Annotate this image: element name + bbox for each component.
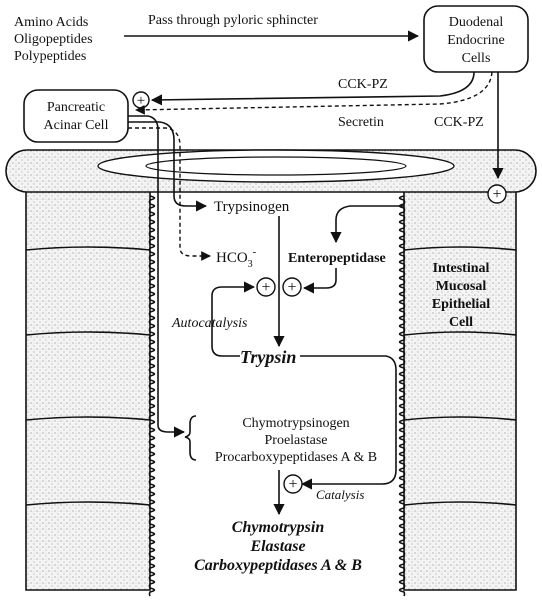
bicarbonate-label: HCO3- [216,246,257,270]
input-peptides: Amino Acids Oligopeptides Polypeptides [14,15,93,64]
svg-text:+: + [288,476,297,493]
trypsinogen-label: Trypsinogen [214,199,290,215]
pancreatic-line-1: Pancreatic [47,100,105,115]
zymogen-3: Procarboxypeptidases A & B [215,450,377,465]
trypsinogen-secretion-arrow [128,121,208,212]
trypsin-label: Trypsin [240,347,296,367]
duodenal-line-2: Endocrine [447,33,505,48]
autocatalysis-loop [211,281,256,357]
trypsin-catalysis-arrow [300,355,397,490]
bicarbonate-secretion-arrow [128,127,211,261]
duodenal-line-3: Cells [462,51,491,66]
stimulation-plus-intestine: + [487,184,507,204]
zymogen-1: Chymotrypsinogen [242,416,349,431]
product-2: Elastase [249,538,305,555]
intestinal-line-1: Intestinal [433,261,490,276]
zymogen-2: Proelastase [265,433,328,448]
active-enzymes-list: Chymotrypsin Elastase Carboxypeptidases … [194,519,362,574]
svg-text:+: + [287,279,296,296]
activation-plus-enteropeptidase: + [282,277,302,297]
duodenal-line-1: Duodenal [449,15,504,30]
pancreatic-acinar-cell: Pancreatic Acinar Cell [23,89,129,143]
product-1: Chymotrypsin [232,519,325,536]
cck-pz-label-1: CCK-PZ [338,77,388,92]
enteropeptidase-label: Enteropeptidase [288,251,386,266]
autocatalysis-label: Autocatalysis [171,316,248,331]
left-epithelium [25,179,156,597]
svg-text:HCO3-: HCO3- [216,246,257,270]
product-3: Carboxypeptidases A & B [194,557,362,574]
duodenal-endocrine-cells: Duodenal Endocrine Cells [423,5,529,73]
input-line-1: Amino Acids [14,15,88,30]
cck-pz-arrow [150,71,475,106]
activation-plus-autocatalysis: + [256,277,276,297]
svg-text:+: + [492,186,501,203]
zymogen-secretion-arrow [128,115,186,438]
cck-pz-label-2: CCK-PZ [434,115,484,130]
enteropeptidase-activation-arrow [302,268,337,294]
intestinal-line-4: Cell [449,315,473,330]
intestinal-cell-label: Intestinal Mucosal Epithelial Cell [432,261,490,330]
svg-text:+: + [261,279,270,296]
secretin-arrow [135,71,493,115]
pancreatic-line-2: Acinar Cell [44,118,109,133]
pass-label: Pass through pyloric sphincter [148,13,318,28]
zymogens-list: Chymotrypsinogen Proelastase Procarboxyp… [215,416,377,465]
enteropeptidase-release-arrow [330,205,404,244]
intestinal-line-2: Mucosal [436,279,487,294]
intestinal-lumen-ring [5,149,537,193]
zymogen-brace [184,415,197,461]
intestinal-line-3: Epithelial [432,297,490,312]
input-line-2: Oligopeptides [14,32,93,47]
input-line-3: Polypeptides [14,49,86,64]
stimulation-plus-pancreas: + [132,91,150,109]
secretin-label: Secretin [338,115,384,130]
svg-text:+: + [137,93,145,109]
catalysis-label: Catalysis [316,487,364,502]
activation-plus-catalysis: + [283,474,303,494]
right-epithelium [398,179,517,597]
